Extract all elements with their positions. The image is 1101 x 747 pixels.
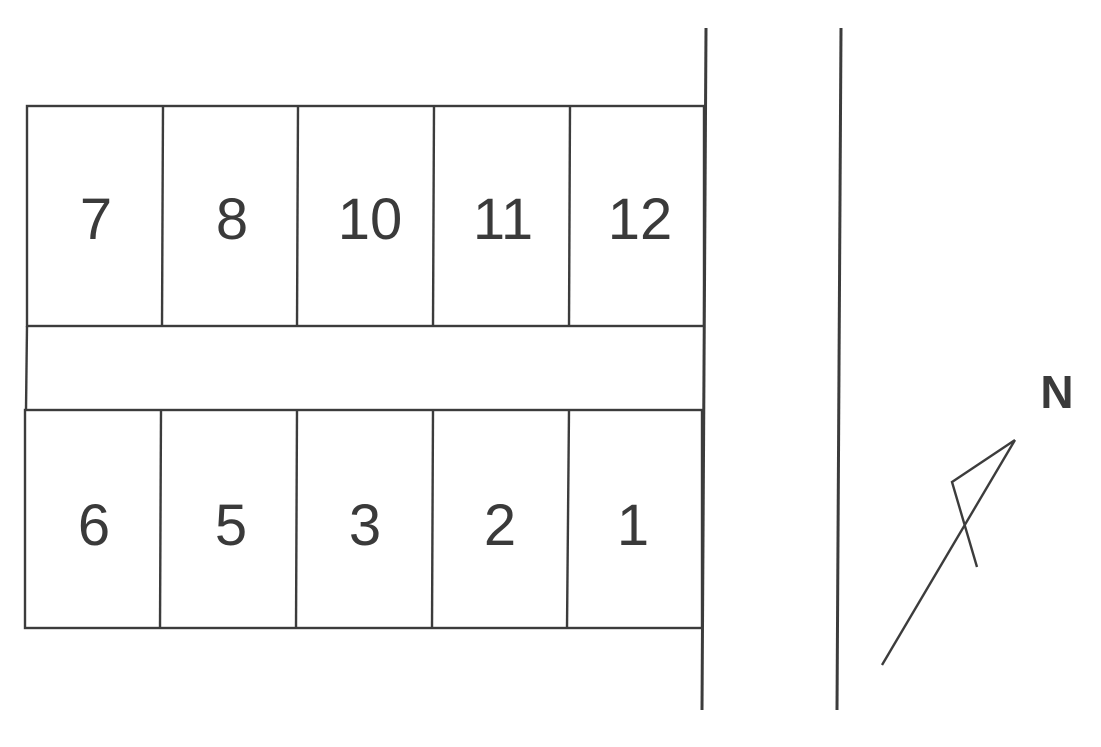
north-row-divider-1 — [160, 105, 165, 327]
access-lane-end — [24, 325, 29, 411]
lot-label: 5 — [215, 493, 247, 558]
lot-label: 3 — [349, 493, 381, 558]
road — [700, 27, 843, 711]
south-row-divider-2 — [294, 409, 299, 629]
lot-label: 2 — [484, 493, 516, 558]
compass-north-label: N — [1040, 366, 1073, 418]
south-row-divider-4 — [565, 409, 571, 629]
lot-label: 7 — [80, 187, 112, 252]
north-arrow-icon — [880, 439, 1017, 666]
access-lane — [24, 325, 29, 411]
north-row-divider-2 — [295, 105, 300, 327]
lot-label: 1 — [617, 493, 649, 558]
road-east-edge — [835, 27, 843, 711]
compass: N — [880, 366, 1074, 666]
south-row-block: 6 5 3 2 1 — [23, 408, 704, 630]
north-row-divider-4 — [567, 105, 572, 327]
north-row-outline — [25, 104, 706, 328]
north-row-divider-3 — [431, 105, 436, 327]
north-row-block: 7 8 10 11 12 — [25, 104, 706, 328]
lot-label: 11 — [473, 187, 533, 252]
lot-label: 8 — [216, 187, 248, 252]
south-row-divider-1 — [158, 409, 163, 629]
lot-label: 6 — [78, 493, 110, 558]
south-row-outline — [23, 408, 704, 630]
south-row-divider-3 — [430, 409, 435, 629]
lot-label: 10 — [338, 187, 403, 252]
lot-label: 12 — [608, 187, 673, 252]
